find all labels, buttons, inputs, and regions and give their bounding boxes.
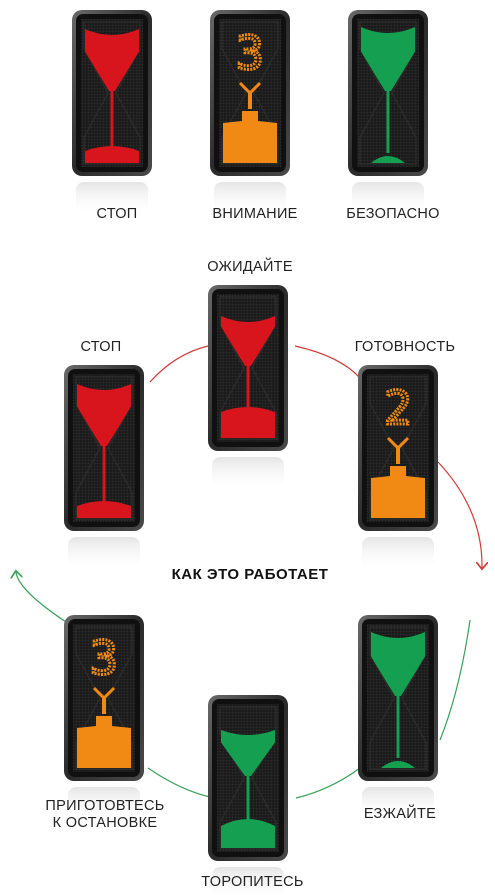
sand-top bbox=[77, 384, 131, 446]
top-label-stop: СТОП bbox=[96, 206, 138, 222]
cycle-light-go bbox=[358, 615, 438, 821]
arc-red-left bbox=[149, 345, 209, 383]
cycle-label-wait: ОЖИДАЙТЕ bbox=[207, 259, 293, 275]
arc-green-bottom-left bbox=[147, 767, 211, 798]
sand-top bbox=[221, 316, 275, 366]
sand-bottom bbox=[221, 819, 275, 848]
sand-top bbox=[361, 27, 415, 91]
sand-stream bbox=[386, 91, 390, 153]
arc-green-right bbox=[439, 619, 471, 741]
sand-bottom bbox=[77, 716, 131, 768]
sand-bottom bbox=[371, 466, 425, 518]
cycle-label-prepare-stop: ПРИГОТОВТЕСЬ К ОСТАНОВКЕ bbox=[45, 798, 165, 831]
top-light-stop bbox=[72, 10, 152, 216]
countdown-digit: 3 bbox=[90, 631, 118, 685]
cycle-light-hurry bbox=[208, 695, 288, 895]
sand-bottom bbox=[371, 156, 405, 163]
sand-bottom bbox=[85, 146, 139, 163]
cycle-label-stop: СТОП bbox=[80, 339, 122, 355]
top-light-attention: 3 bbox=[210, 10, 290, 216]
cycle-light-wait bbox=[208, 285, 288, 491]
sand-stream bbox=[102, 446, 106, 504]
sand-bottom bbox=[381, 761, 415, 768]
arc-red-right bbox=[294, 345, 361, 379]
sand-stream bbox=[110, 91, 114, 149]
top-light-safe bbox=[348, 10, 428, 216]
cycle-arrows bbox=[16, 345, 482, 799]
sand-stream bbox=[396, 696, 400, 758]
arc-red-down bbox=[437, 461, 482, 568]
arc-green-left bbox=[16, 572, 67, 623]
top-label-safe: БЕЗОПАСНО bbox=[346, 206, 440, 222]
cycle-label-ready: ГОТОВНОСТЬ bbox=[354, 339, 456, 355]
cycle-light-ready: 2 bbox=[358, 365, 438, 571]
countdown-digit: 3 bbox=[236, 26, 264, 80]
cycle-title: КАК ЭТО РАБОТАЕТ bbox=[171, 566, 329, 583]
sand-top bbox=[371, 632, 425, 696]
sand-bottom bbox=[223, 111, 277, 163]
sand-top bbox=[221, 730, 275, 776]
sand-bottom bbox=[77, 501, 131, 518]
sand-top bbox=[85, 29, 139, 91]
cycle-light-prepare-stop: 3 bbox=[64, 615, 144, 821]
top-label-attention: ВНИМАНИЕ bbox=[212, 206, 298, 222]
cycle-label-go: ЕЗЖАЙТЕ bbox=[363, 806, 437, 822]
cycle-label-hurry: ТОРОПИТЕСЬ bbox=[201, 874, 304, 890]
countdown-digit: 2 bbox=[384, 381, 412, 435]
sand-bottom bbox=[221, 407, 275, 438]
sand-stream bbox=[246, 776, 250, 820]
cycle-light-stop bbox=[64, 365, 144, 571]
sand-stream bbox=[246, 366, 250, 424]
arc-green-bottom-right bbox=[295, 767, 361, 799]
arc-red-left-lower bbox=[16, 470, 66, 572]
